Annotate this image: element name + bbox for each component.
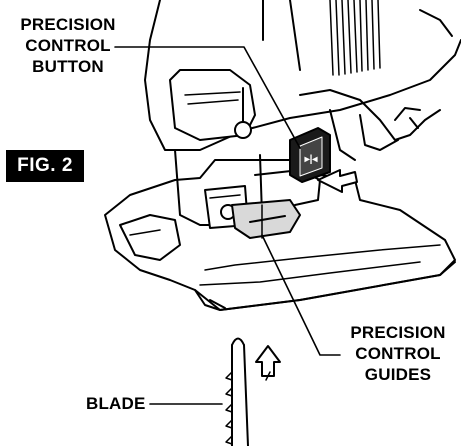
figure-label: FIG. 2: [6, 150, 84, 182]
callout-precision-button: PRECISION CONTROL BUTTON: [8, 14, 128, 77]
blade-teeth: [225, 371, 233, 445]
push-arrow-icon: [317, 169, 358, 193]
base-plate: [104, 159, 456, 311]
leader-guides: [261, 234, 341, 356]
blade-shape: [231, 344, 249, 446]
blade-direction-arrow-icon: [255, 345, 281, 377]
shoe-front: [194, 261, 456, 311]
front-body: [169, 69, 256, 141]
callout-blade: BLADE: [86, 394, 146, 413]
callout-precision-guides: PRECISION CONTROL GUIDES: [338, 322, 458, 385]
callout-line: BUTTON: [32, 57, 104, 76]
callout-line: CONTROL: [355, 344, 441, 363]
svg-text:▸|◂: ▸|◂: [304, 154, 319, 165]
callout-line: GUIDES: [364, 365, 432, 384]
callout-line: PRECISION: [350, 323, 446, 342]
grip-ribs: [329, 0, 381, 76]
callout-line: PRECISION: [20, 15, 116, 34]
callout-line: CONTROL: [25, 36, 111, 55]
leader-button: [114, 46, 301, 149]
handle-grip: [262, 0, 301, 71]
